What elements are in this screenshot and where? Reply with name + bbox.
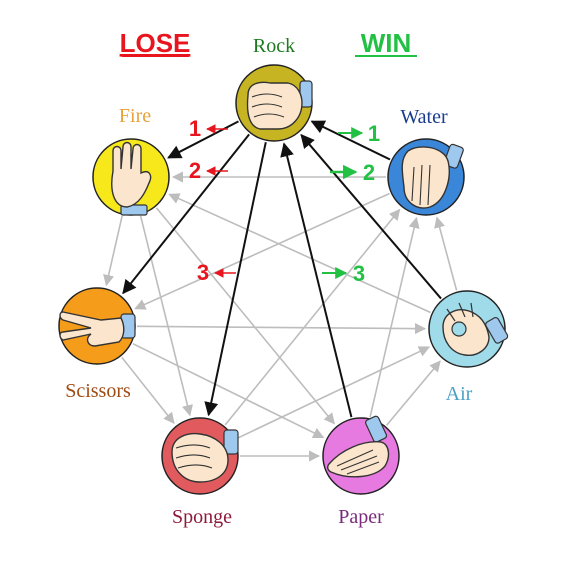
lose-rank-label: 3 xyxy=(197,260,209,285)
paper-label: Paper xyxy=(338,506,384,528)
lose-rank-3: 3 xyxy=(197,260,236,285)
v-sign-hand-icon xyxy=(59,311,136,347)
primary-arrow-rock-to-fire xyxy=(167,120,239,159)
node-rock: Rock xyxy=(235,35,313,142)
node-scissors: Scissors xyxy=(58,287,136,402)
primary-arrow-rock-to-sponge xyxy=(204,141,267,417)
primary-arrows xyxy=(122,120,442,418)
sponge-label: Sponge xyxy=(172,506,232,528)
win-rank-label: 2 xyxy=(363,160,375,185)
lose-rank-label: 1 xyxy=(189,116,201,141)
scissors-label: Scissors xyxy=(65,380,131,402)
secondary-arrow-air-to-fire xyxy=(168,193,431,314)
win-rank-1: 1 xyxy=(338,121,380,146)
secondary-arrows xyxy=(103,171,458,462)
node-air: Air xyxy=(428,290,509,405)
secondary-arrow-air-to-water xyxy=(434,216,458,291)
win-rank-label: 1 xyxy=(368,121,380,146)
win-rank-label: 3 xyxy=(353,261,365,286)
primary-arrow-paper-to-rock xyxy=(280,142,353,418)
secondary-arrow-fire-to-scissors xyxy=(103,215,123,287)
lose-header: LOSE xyxy=(120,28,191,58)
flat-hand-icon xyxy=(326,415,390,478)
lose-rank-2: 2 xyxy=(189,158,228,183)
lose-rank-1: 1 xyxy=(189,116,228,141)
node-paper: Paper xyxy=(322,415,400,528)
win-rank-2: 2 xyxy=(330,160,375,185)
node-water: Water xyxy=(387,106,465,216)
secondary-arrow-scissors-to-sponge xyxy=(121,356,175,424)
primary-arrow-air-to-rock xyxy=(300,133,442,300)
node-sponge: Sponge xyxy=(161,417,239,528)
fire-label: Fire xyxy=(119,105,151,127)
air-label: Air xyxy=(446,383,473,405)
secondary-arrow-fire-to-paper xyxy=(155,207,335,425)
lose-rank-label: 2 xyxy=(189,158,201,183)
water-label: Water xyxy=(400,106,448,128)
secondary-arrow-fire-to-sponge xyxy=(139,215,193,417)
secondary-arrow-scissors-to-paper xyxy=(132,342,325,439)
secondary-arrow-water-to-scissors xyxy=(134,192,390,310)
fist-hand-icon xyxy=(246,80,313,130)
rock-label: Rock xyxy=(253,35,295,57)
win-rank-3: 3 xyxy=(322,261,365,286)
secondary-arrow-paper-to-air xyxy=(386,360,441,426)
win-header: WIN xyxy=(361,28,412,58)
cupped-hand-icon xyxy=(401,143,464,209)
primary-arrow-water-to-rock xyxy=(310,120,391,161)
secondary-arrow-paper-to-water xyxy=(369,216,420,418)
three-fingers-hand-icon xyxy=(111,141,152,216)
ok-sign-hand-icon xyxy=(442,302,509,356)
primary-arrow-rock-to-scissors xyxy=(122,133,250,295)
secondary-arrow-sponge-to-air xyxy=(235,346,431,440)
secondary-arrow-scissors-to-air xyxy=(136,322,427,335)
node-fire: Fire xyxy=(92,105,170,216)
secondary-arrow-sponge-to-water xyxy=(224,208,401,426)
squeezing-hand-icon xyxy=(171,429,239,483)
